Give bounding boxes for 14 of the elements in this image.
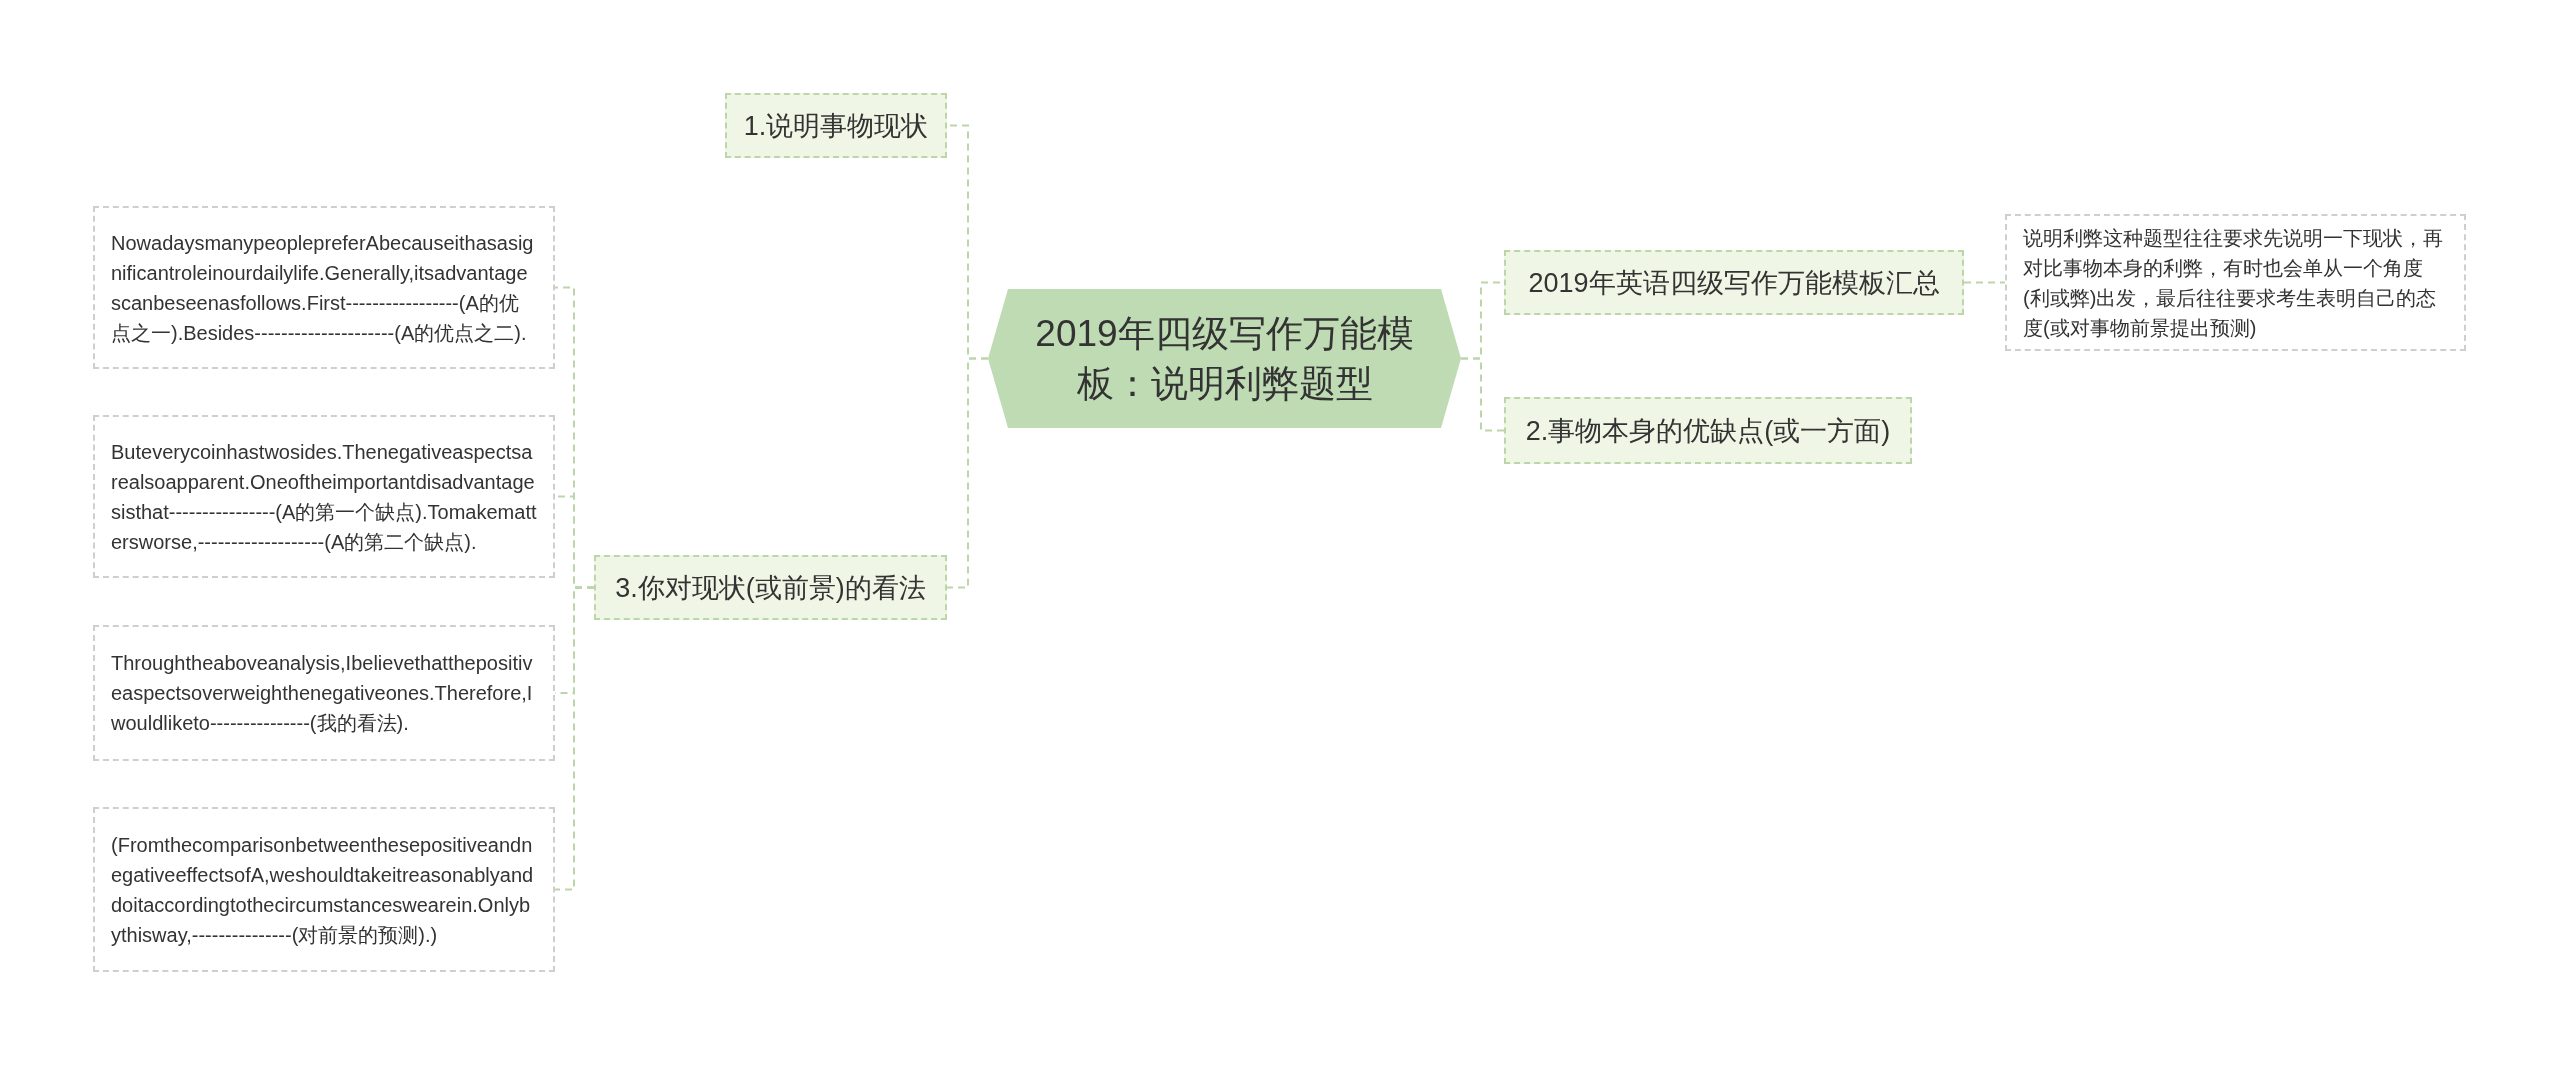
note-box: Throughtheaboveanalysis,Ibelievethatthepositiveaspectsoverweighthenegativeones.Therefore,Iwouldliketo---------------(我的看法).: [93, 625, 555, 761]
note-box: Buteverycoinhastwosides.Thenegativeaspectsarealsoapparent.Oneoftheimportantdisadvantagesisthat----------------(A的第一个缺点).Tomakemattersworse,-------------------(A的第二个缺点).: [93, 415, 555, 578]
topic-box: 2019年英语四级写作万能模板汇总: [1504, 250, 1964, 315]
topic-box: 2.事物本身的优缺点(或一方面): [1504, 397, 1912, 464]
connector-line: [946, 357, 989, 589]
note-box: NowadaysmanypeoplepreferAbecauseithasasignificantroleinourdailylife.Generally,itsadvantagescanbeseenasfollows.First-----------------(A的优点之一).Besides---------------------(A的优点之二).: [93, 206, 555, 369]
topic-box: 1.说明事物现状: [725, 93, 947, 158]
topic-box: 3.你对现状(或前景)的看法: [594, 555, 947, 620]
central-topic: 2019年四级写作万能模板：说明利弊题型: [988, 289, 1461, 428]
note-box: 说明利弊这种题型往往要求先说明一下现状，再对比事物本身的利弊，有时也会单从一个角度(利或弊)出发，最后往往要求考生表明自己的态度(或对事物前景提出预测): [2005, 214, 2466, 351]
connector-line: [1460, 357, 1505, 432]
connector-line: [554, 586, 595, 891]
note-box: (FromthecomparisonbetweenthesepositiveandnegativeeffectsofA,weshouldtakeitreasonablyanddoitaccordingtothecircumstanceswearein.Onlybythisway,---------------(对前景的预测).): [93, 807, 555, 972]
connector-line: [1963, 281, 2006, 284]
